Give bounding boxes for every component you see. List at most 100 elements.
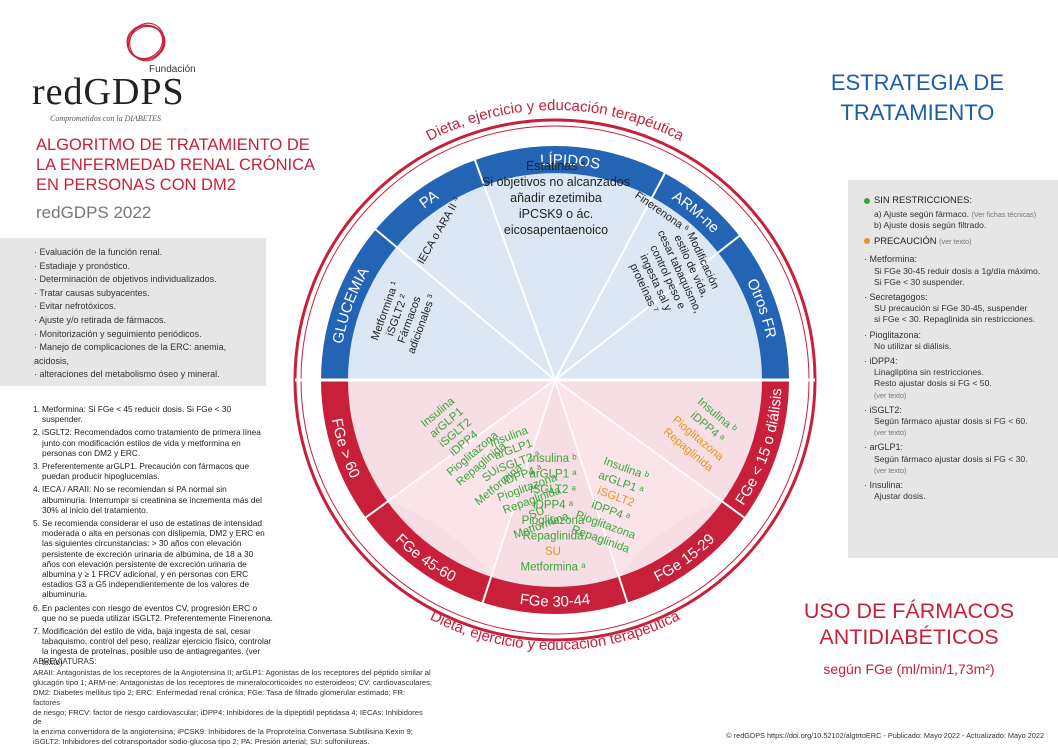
lipidos-drugs-line: eicosapentaenoico (504, 223, 608, 237)
drug-note-name: · iSGLT2: (864, 404, 902, 415)
title-line: ALGORITMO DE TRATAMIENTO DE (36, 136, 310, 154)
drug-note-line: (ver texto) (874, 465, 907, 475)
abbreviation-line: glucagón tipo 1; ARM-ne: Antagonistas de… (33, 677, 433, 687)
footnote-number: 1. (33, 404, 40, 414)
footnote-text: Se recomienda considerar el uso de estat… (42, 518, 265, 600)
summary-item: · Manejo de complicaciones de la ERC: an… (34, 342, 227, 366)
page-subtitle: redGDPS 2022 (36, 203, 152, 222)
top-separator (474, 159, 556, 381)
lipidos-drugs-line: añadir ezetimiba (510, 191, 602, 205)
summary-item: · Determinación de objetivos individuali… (34, 274, 217, 285)
footnote: 5.Se recomienda considerar el uso de est… (33, 518, 273, 600)
uso-title-line: ANTIDIABÉTICOS (819, 625, 999, 649)
fge30-drugs-line: iDPP4 ᵃ (533, 500, 574, 512)
legend-green-a: a) Ajuste según fármaco. (Ver fichas téc… (874, 208, 1037, 219)
footnotes: 1.Metformina: Si FGe < 45 reducir dosis.… (33, 404, 273, 670)
abbreviations-heading: ABREVIATURAS: (33, 657, 97, 666)
top-band (321, 146, 789, 380)
lipidos-drugs-line: Estatinas ⁵ (526, 159, 586, 173)
fge45-drugs-line: SU (527, 505, 546, 522)
footnote-number: 6. (33, 602, 40, 613)
legend-green-b: b) Ajuste dosis según filtrado. (874, 219, 987, 230)
drug-note-line: Según fármaco ajustar dosis si FG < 60. (874, 416, 1028, 427)
logo-tagline: Comprometidos con la DIABETES (50, 114, 162, 123)
top-half-fill (348, 173, 762, 380)
drug-note: · Pioglitazona:No utilizar si diálisis. (864, 330, 1050, 352)
fge60-drugs: InsulinaarGLP1iSGLT2iDPP4PioglitazonaRep… (419, 395, 525, 508)
drug-note: · Insulina:Ajustar dosis. (864, 480, 1050, 502)
fge30-drugs-line: Pioglitazona (522, 515, 585, 527)
summary-box: · Evaluación de la función renal.· Estad… (0, 238, 266, 386)
strategy-title: ESTRATEGIA DE TRATAMIENTO (831, 68, 1004, 128)
drug-note-line: (ver texto) (874, 428, 907, 438)
strategy-title-line: TRATAMIENTO (840, 100, 995, 125)
summary-item: · Evaluación de la función renal. (34, 247, 163, 257)
drug-note: · Metformina:Si FGe 30-45 reduir dosis a… (864, 254, 1050, 288)
summary-item: · Monitorización y seguimiento periódico… (34, 328, 202, 339)
drug-note-name: · Metformina: (864, 254, 918, 265)
arc-bottom-label: Dieta, ejercicio y educación terapéutica (428, 607, 684, 654)
top-separator (554, 172, 666, 381)
summary-item: · Evitar nefrotóxicos. (34, 301, 117, 312)
abbreviation-line: la enzima convertidora de la angiotensin… (33, 727, 413, 737)
lipidos-drugs: Estatinas ⁵ Si objetivos no alcanzados aña… (482, 159, 630, 237)
bottom-band (321, 380, 789, 614)
footnote-text: Metformina: Si FGe < 45 reducir dosis. S… (42, 404, 232, 425)
fge30-drugs-line: iSGLT2 ᵃ (530, 484, 576, 496)
footnote-text: En pacientes con riesgo de eventos CV, p… (42, 602, 273, 623)
abbreviations: ABREVIATURAS: ARAII: Antagonistas de los… (33, 657, 433, 747)
drug-note-line: No utilizar si diálisis. (874, 340, 952, 351)
footnote: 6.En pacientes con riesgo de eventos CV,… (33, 603, 273, 623)
green-dot-icon (864, 197, 870, 204)
footnote-number: 2. (33, 427, 40, 438)
drug-note-name: · arGLP1: (864, 442, 904, 453)
footnote-text: IECA / ARAII: No se recomiendan si PA no… (42, 484, 262, 515)
drug-note: · iDPP4:Linagliptina sin restricciones.R… (864, 356, 1050, 401)
drug-note: · Secretagogos:SU precaución si FGe 30-4… (864, 292, 1050, 326)
footnote: 4.IECA / ARAII: No se recomiendan si PA … (33, 484, 273, 515)
legend-orange: PRECAUCIÓN (ver texto) (864, 235, 1050, 249)
drug-note-line: Linagliptina sin restricciones. (874, 367, 984, 378)
lipidos-drugs-line: iPCSK9 o ác. (519, 207, 593, 221)
bottom-sector-fill (555, 380, 723, 577)
drug-note-line: Según fármaco ajustar dosis si FG < 30. (874, 453, 1028, 464)
drug-note-name: · iDPP4: (864, 356, 898, 367)
footnote-number: 3. (33, 461, 40, 472)
band-label-bottom: FGe 30-44 (519, 591, 591, 611)
drug-note-line: SU precaución si FGe 30-45, suspender (874, 303, 1028, 314)
copyright: © redGDPS https://doi.org/10.52102/algtr… (726, 731, 1044, 740)
band-label-top: LÍPIDOS (540, 152, 602, 174)
footnote: 3.Preferentemente arGLP1. Precaución con… (33, 461, 273, 481)
strategy-title-line: ESTRATEGIA DE (830, 70, 1004, 95)
drug-note-name: · Insulina: (864, 480, 904, 491)
abbreviation-line: ARAII: Antagonistas de los receptores de… (33, 667, 431, 677)
uso-title-line: USO DE FÁRMACOS (803, 599, 1015, 623)
summary-list: · Evaluación de la función renal.· Estad… (0, 238, 266, 382)
top-separator (375, 228, 556, 381)
lipidos-drugs-line: Si objetivos no alcanzados (482, 175, 630, 189)
drug-note-line: Si FGe < 30 suspender. (874, 276, 965, 287)
page-title: ALGORITMO DE TRATAMIENTO DE LA ENFERMEDA… (36, 135, 316, 195)
drug-note: · iSGLT2:Según fármaco ajustar dosis si … (864, 405, 1050, 439)
redgdps-logo-ring (126, 22, 166, 62)
drug-note-line: Ajustar dosis. (874, 491, 926, 502)
footnote: 7.Modificación del estilo de vida, baja … (33, 626, 273, 667)
footnote-number: 5. (33, 518, 40, 529)
footnote: 2.iSGLT2: Recomendados como tratamiento … (33, 427, 273, 458)
drug-note-line: Si FGe 30-45 reduir dosis a 1g/día máxim… (874, 265, 1041, 276)
uso-subtitle: según FGe (ml/min/1,73m²) (823, 661, 995, 677)
legend-green: SIN RESTRICCIONES: (864, 194, 1050, 207)
drug-note-name: · Secretagogos: (864, 292, 928, 303)
drug-note-line: si FGe < 30. Repaglinida sin restriccion… (874, 314, 1036, 325)
fge30-drugs-line: arGLP1 ᵃ (529, 469, 577, 481)
footnote-text: Modificación del estilo de vida, baja in… (42, 626, 272, 667)
summary-item: · Tratar causas subyacentes. (34, 287, 150, 298)
drug-note-name: · Pioglitazona: (864, 329, 922, 340)
footnote-number: 7. (33, 626, 40, 637)
footnote-text: iSGLT2: Recomendados como tratamiento de… (42, 427, 261, 458)
fge30-drugs-line: Repaglinida (523, 531, 584, 543)
bottom-separator (481, 379, 556, 603)
